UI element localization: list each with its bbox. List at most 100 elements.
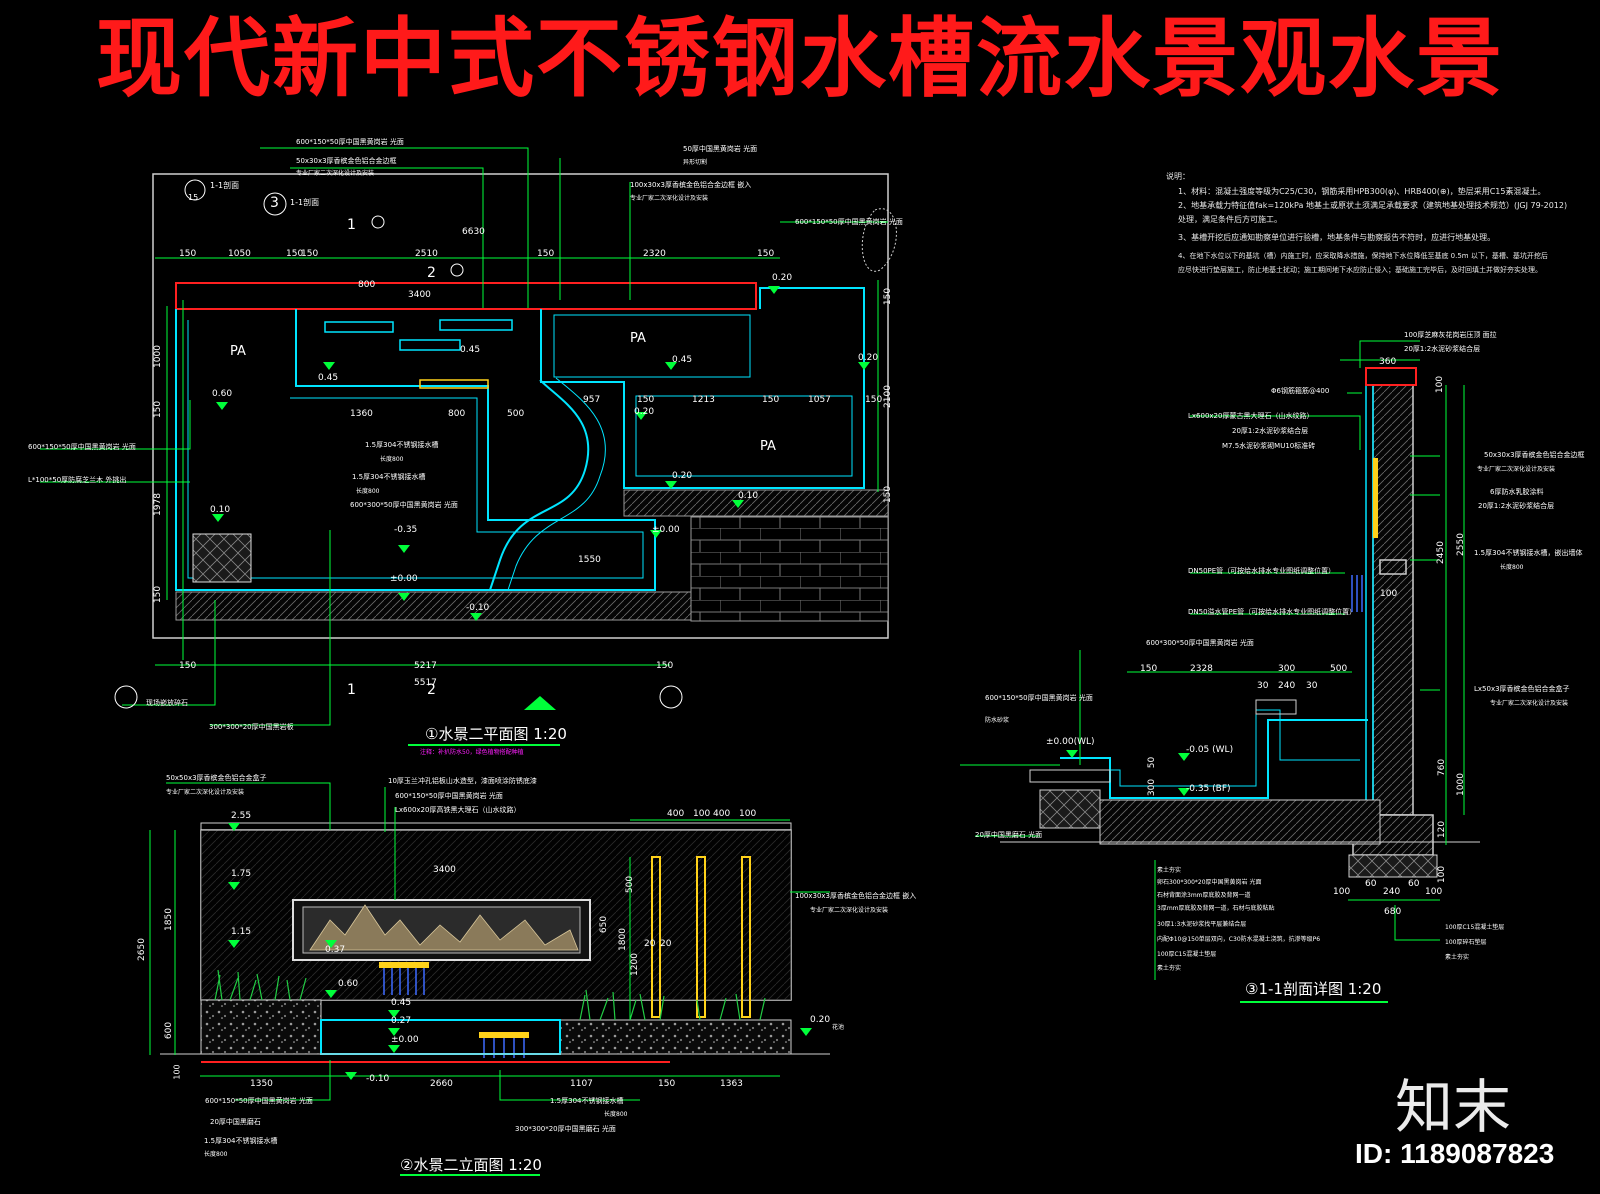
section-note-2: 处理，满足条件后方可施工。: [1178, 215, 1282, 224]
sec-bottom-dim-0: 100: [1333, 887, 1351, 897]
elev-dim-top-3: 100: [739, 809, 757, 819]
sec-dim-top-0: 360: [1379, 357, 1397, 367]
elev-left-dim-0: 2650: [136, 938, 147, 961]
elev-level-4: 0.60: [338, 979, 359, 989]
plan-section-mark-4: 3: [270, 195, 279, 211]
sec-level-1: -0.05 (WL): [1186, 745, 1234, 755]
north-arrow: [524, 696, 556, 710]
image-id-label: ID: 1189087823: [1355, 1138, 1555, 1169]
elev-spout-upper: [379, 962, 429, 968]
sec-spout: [1379, 559, 1407, 575]
section-view: [960, 340, 1480, 980]
plan-brick-wall: [690, 516, 889, 622]
plan-paving-bottom: [175, 591, 692, 621]
elev-level-1: 1.75: [231, 869, 252, 879]
sec-bottom-dim-2: 240: [1383, 887, 1401, 897]
elevation-view: [149, 782, 830, 1101]
plan-level-9: 0.10: [210, 505, 231, 515]
plan-dim-bottom-1: 5217: [414, 661, 437, 671]
plan-level-0: 0.60: [212, 389, 233, 399]
plan-paving-band-right: [623, 489, 889, 517]
plan-callout-11: 长度800: [356, 488, 380, 495]
elev-gold-fins: [651, 856, 751, 1018]
section-caption: ③1-1剖面详图 1:20: [1245, 980, 1382, 998]
plan-left-dim-2: 1978: [152, 493, 163, 516]
plan-level-1: 0.45: [318, 373, 339, 383]
elev-bottom-dim-3: 150: [658, 1079, 676, 1089]
elev-level-3: 0.37: [325, 945, 346, 955]
sec-callout-14: 600*300*50厚中国黑黄岗岩 光面: [1146, 639, 1254, 647]
plan-pa-3: PA: [760, 439, 776, 454]
plan-mid-dim-2: 500: [507, 409, 525, 419]
sec-callout-7: 专业厂家二次深化设计及安装: [1477, 466, 1556, 473]
plan-callout-0: 600*150*50厚中国黑黄岗岩 光面: [296, 138, 404, 146]
plan-plant-cluster: [861, 208, 897, 272]
plan-section-circles: [114, 179, 683, 709]
sec-bottom-dim-3: 60: [1408, 879, 1420, 889]
plan-left-dim-1: 150: [153, 400, 164, 419]
sec-callout-2: Φ6钢筋箍筋@400: [1271, 387, 1330, 395]
plan-mid-dim-5: 1057: [808, 395, 831, 405]
elev-callout-2: 10厚玉兰冲孔铝板山水造型，漆面喷涂防锈底漆: [388, 777, 537, 785]
elev-level-8: -0.10: [366, 1074, 390, 1084]
section-note-0: 1、材料：混凝土强度等级为C25/C30，钢筋采用HPB300(φ)、HRB40…: [1178, 187, 1546, 196]
sec-vert-dim-1: 2450: [1435, 541, 1446, 564]
elev-water-upper: [383, 968, 425, 995]
elev-leaders: [149, 782, 830, 1101]
plan-leaders: [40, 147, 888, 726]
plan-callout-4: 异形切割: [683, 159, 708, 166]
plan-callout-8: 1.5厚304不锈钢接水槽: [365, 441, 439, 449]
plan-frame: [152, 173, 889, 639]
plan-section-ref-1: 1-1剖面: [290, 198, 320, 207]
sec-left-dim-6: 30: [1306, 681, 1318, 691]
caption-underlines: [400, 744, 1388, 1176]
elev-dim-top-0: 400: [667, 809, 685, 819]
sec-callout-29: 100厚碎石垫层: [1445, 939, 1487, 946]
plan-section-mark-2: 2: [427, 265, 436, 281]
section-note-4: 4、在地下水位以下的基坑（槽）内施工时，应采取降水措施，保持地下水位降低至基底 …: [1178, 252, 1548, 260]
plan-level-8: 0.10: [738, 491, 759, 501]
sec-callout-20: 素土夯实: [1157, 867, 1182, 874]
section-notes-title: 说明：: [1166, 172, 1190, 181]
elev-level-5: 0.45: [391, 998, 412, 1008]
sec-level-4: 300: [1147, 778, 1158, 797]
elev-right-dim-4: 20: [644, 939, 656, 949]
plan-level-5: 0.20: [858, 353, 879, 363]
plan-section-mark-3: 2: [427, 682, 436, 698]
elev-right-dim-2: 1800: [617, 928, 628, 951]
sec-left-dim-1: 2328: [1190, 664, 1213, 674]
elev-caption: ②水景二立面图 1:20: [400, 1156, 542, 1174]
sec-cap: [1365, 367, 1417, 386]
plan-callout-2: 专业厂家二次深化设计及安装: [296, 170, 375, 177]
sec-callout-12: DN50PE管（可按给水排水专业图纸调整位置）: [1188, 567, 1336, 575]
plan-level-10: -0.35: [394, 525, 418, 535]
sec-callout-17: 20厚中国黑磨石 光面: [975, 831, 1043, 839]
plan-mid-dim-0: 1360: [350, 409, 373, 419]
plan-callout-13: 600*150*50厚中国黑黄岗岩 光面: [28, 443, 136, 451]
sec-callout-4: 20厚1:2水泥砂浆结合层: [1232, 427, 1309, 435]
elev-level-0: 2.55: [231, 811, 252, 821]
plan-callout-12: 600*300*50厚中国黑黄岗岩 光面: [350, 501, 458, 509]
section-note-1: 2、地基承载力特征值fak=120kPa 地基土或原状土须满足承载要求（建筑地基…: [1178, 201, 1568, 210]
plan-section-ref-0: 1-1剖面: [210, 181, 240, 190]
plan-mid-dim-8: 150: [762, 395, 780, 405]
sec-callout-15: 600*150*50厚中国黑黄岗岩 光面: [985, 694, 1093, 702]
brand-logo: 知末: [1395, 1073, 1512, 1141]
elev-level-6: 0.27: [391, 1016, 412, 1026]
sec-level-markers: [1066, 750, 1190, 796]
plan-dim-3400: 3400: [408, 290, 431, 300]
elev-level-7: ±0.00: [391, 1035, 419, 1045]
sec-left-dim-0: 150: [1140, 664, 1158, 674]
plan-spout-3: [399, 339, 461, 351]
elev-dim-3400: 3400: [433, 865, 456, 875]
plan-pa-2: PA: [630, 331, 646, 346]
sec-level-3: 50: [1147, 756, 1158, 769]
plan-dim-top-1: 1050: [228, 249, 251, 259]
plan-level-4: 0.45: [672, 355, 693, 365]
plan-note-magenta: 注释：补扒防水50，绿色植物搭配种植: [420, 749, 524, 756]
elev-bottom-dim-0: 1350: [250, 1079, 273, 1089]
elev-callout-9: 1.5厚304不锈钢接水槽: [204, 1137, 278, 1145]
elev-dim-top-1: 100: [693, 809, 711, 819]
sec-bottom-dim-5: 680: [1384, 907, 1402, 917]
